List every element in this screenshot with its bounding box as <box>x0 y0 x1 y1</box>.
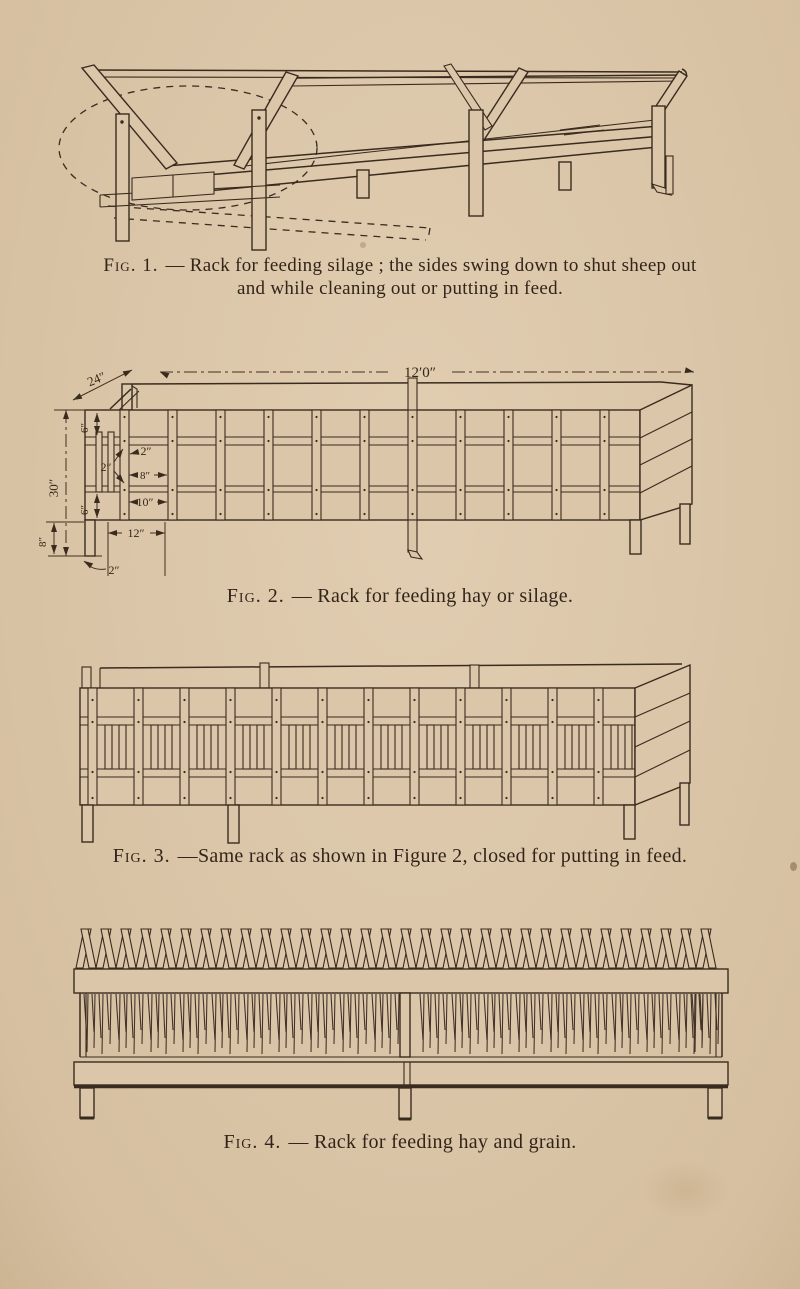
dim-spacing12-label: 12″ <box>128 526 145 540</box>
right-end-brace-and-legs <box>650 70 688 196</box>
paper-stain <box>640 1160 730 1220</box>
dim-slat-width-label: 2″ <box>101 460 112 474</box>
rack-front-face <box>79 687 636 806</box>
dim-opening8-label: 8″ <box>140 470 150 482</box>
dim-leg2-label: 2″ <box>109 563 120 577</box>
dim-bottom-board-label: 6″ <box>79 505 91 515</box>
figure-2-caption: Fig. 2. — Rack for feeding hay or silage. <box>0 585 800 608</box>
hay-band <box>79 992 723 1058</box>
dim-leg8-label: 8″ <box>37 537 49 547</box>
figure-1-caption-text: — Rack for feeding silage ; the sides sw… <box>165 255 697 276</box>
figure-1-drawing <box>58 63 688 251</box>
figure-2-caption-text: — Rack for feeding hay or silage. <box>291 585 574 607</box>
figure-1-caption-line2: and while cleaning out or putting in fee… <box>236 278 564 299</box>
left-end-frame <box>80 64 300 251</box>
dim-opening10-label: 10″ <box>137 495 154 509</box>
back-rail <box>109 381 693 411</box>
dim-top-board-label: 6″ <box>79 423 91 433</box>
rack-legs <box>81 782 690 844</box>
top-rail-board <box>73 968 729 994</box>
figure-3-caption-label: Fig. 3. <box>112 845 171 867</box>
rack-end-panel <box>639 383 693 521</box>
crossed-slats-top <box>75 928 717 969</box>
lower-rails-and-board <box>73 1056 729 1089</box>
dim-length-label: 12′0″ <box>404 365 436 381</box>
figure-3-drawing <box>79 662 691 844</box>
figure-3-caption-text: —Same rack as shown in Figure 2, closed … <box>177 845 688 867</box>
figure-3-caption: Fig. 3. —Same rack as shown in Figure 2, … <box>0 845 800 868</box>
dim-height-label: 30″ <box>46 479 61 497</box>
figure-4-caption-text: — Rack for feeding hay and grain. <box>288 1131 577 1153</box>
rack-end-panel <box>634 663 691 807</box>
rack-front-face <box>84 377 641 521</box>
dim-post-width-label: 2″ <box>141 444 152 458</box>
figure-4-drawing <box>73 928 729 1121</box>
swing-circle-dashed <box>58 85 431 241</box>
rack-perspective-lines <box>89 68 688 199</box>
back-rail <box>81 662 683 689</box>
rack-legs <box>84 503 691 560</box>
figure-2-caption-label: Fig. 2. <box>226 585 285 607</box>
dimension-annotations: 12′0″ 24″ 30″ 6″ 2″ 2″ 8″ <box>37 365 695 577</box>
rack-legs <box>79 1087 723 1121</box>
figure-1-caption: Fig. 1. — Rack for feeding silage ; the s… <box>0 254 800 300</box>
figure-2-drawing: 12′0″ 24″ 30″ 6″ 2″ 2″ 8″ <box>37 365 695 577</box>
middle-brace-and-legs <box>356 63 572 217</box>
figure-4-caption: Fig. 4. — Rack for feeding hay and grain. <box>0 1131 800 1154</box>
dim-depth-label: 24″ <box>85 368 108 389</box>
figure-4-caption-label: Fig. 4. <box>223 1131 282 1153</box>
figure-1-caption-label: Fig. 1. <box>103 255 159 276</box>
